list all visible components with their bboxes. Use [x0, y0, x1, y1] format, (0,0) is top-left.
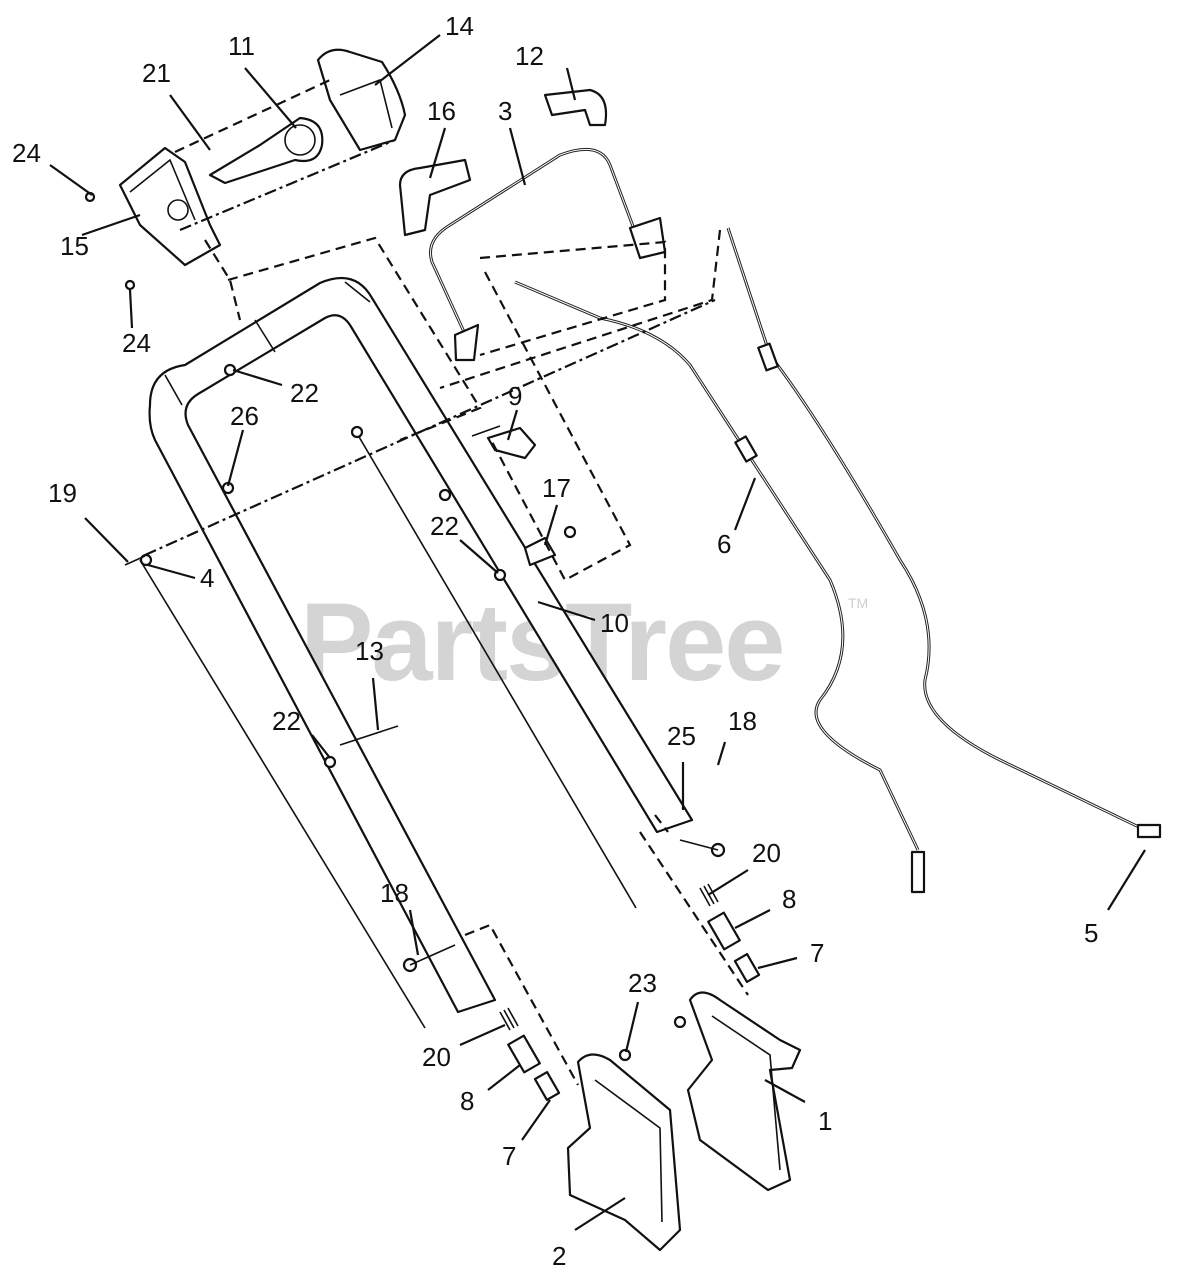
callout-24: 24 — [12, 138, 41, 168]
throttle-cable[interactable] — [726, 227, 1162, 839]
grips[interactable] — [398, 88, 608, 237]
leader-lines — [49, 34, 1146, 1231]
callout-16: 16 — [427, 96, 456, 126]
callout-20: 20 — [752, 838, 781, 868]
callout-3: 3 — [498, 96, 512, 126]
callout-5: 5 — [1084, 918, 1098, 948]
throttle-lever[interactable] — [208, 116, 324, 185]
callout-26: 26 — [230, 401, 259, 431]
callout-7: 7 — [810, 938, 824, 968]
callout-18: 18 — [380, 878, 409, 908]
handle-tube[interactable] — [148, 276, 694, 1014]
control-rods[interactable] — [139, 425, 637, 1029]
fasteners[interactable] — [84, 191, 726, 1062]
callout-13: 13 — [355, 636, 384, 666]
callout-25: 25 — [667, 721, 696, 751]
watermark-trademark: TM — [848, 595, 868, 611]
callout-22: 22 — [290, 378, 319, 408]
callout-22: 22 — [430, 511, 459, 541]
callout-22: 22 — [272, 706, 301, 736]
callout-24: 24 — [122, 328, 151, 358]
callout-11: 11 — [228, 31, 255, 61]
drive-cable[interactable] — [514, 280, 926, 894]
callout-21: 21 — [142, 58, 171, 88]
bail-cable[interactable] — [429, 147, 667, 362]
callout-8: 8 — [782, 884, 796, 914]
callout-1: 1 — [818, 1106, 832, 1136]
callout-19: 19 — [48, 478, 77, 508]
callout-12: 12 — [515, 41, 544, 71]
assembly-lines — [144, 79, 749, 1086]
callout-18: 18 — [728, 706, 757, 736]
lower-hardware[interactable] — [499, 883, 761, 1101]
callout-9: 9 — [508, 381, 522, 411]
callout-4: 4 — [200, 563, 214, 593]
callout-23: 23 — [628, 968, 657, 998]
callout-17: 17 — [542, 473, 571, 503]
callout-8: 8 — [460, 1086, 474, 1116]
callout-20: 20 — [422, 1042, 451, 1072]
handle-brackets[interactable] — [566, 991, 802, 1252]
callout-labels: 24 24 15 21 11 14 12 16 3 22 26 19 4 9 1… — [12, 11, 1098, 1271]
callout-6: 6 — [717, 529, 731, 559]
callout-2: 2 — [552, 1241, 566, 1271]
callout-7: 7 — [502, 1141, 516, 1171]
top-cover[interactable] — [316, 48, 407, 152]
callout-14: 14 — [445, 11, 474, 41]
callout-10: 10 — [600, 608, 629, 638]
callout-15: 15 — [60, 231, 89, 261]
control-box[interactable] — [118, 146, 222, 267]
